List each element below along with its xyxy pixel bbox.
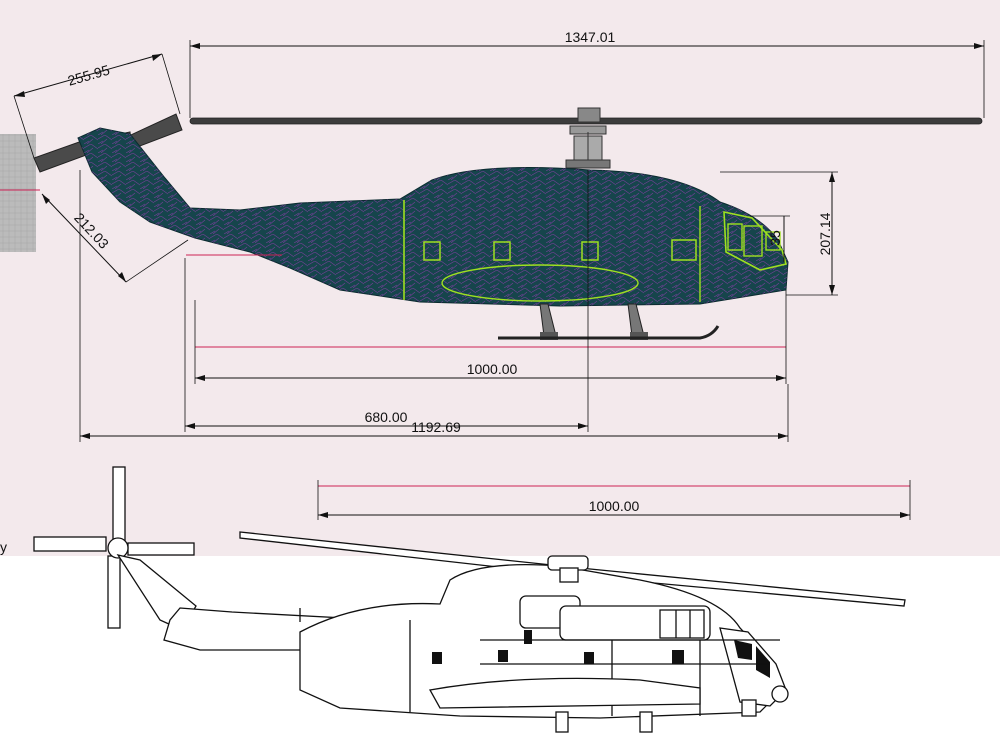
helicopter-3d-model-icon	[33, 107, 983, 340]
dim-label-tail-rotor: 255.95	[66, 62, 112, 89]
dim-body-length: 1000.00	[194, 290, 787, 384]
helicopter-side-view-drawing-icon	[33, 466, 906, 733]
grey-side-panel	[0, 134, 36, 252]
window	[423, 241, 441, 261]
window	[581, 241, 599, 261]
cockpit-outline	[723, 210, 788, 271]
dim-label-nose: 35	[767, 230, 783, 246]
landing-skids	[498, 303, 720, 340]
dim-nose: 35	[750, 215, 790, 262]
dim-label-rotor-axis: 680.00	[365, 409, 408, 425]
dim-main-rotor-span: 1347.01	[189, 29, 985, 118]
window	[671, 239, 697, 261]
dim-height: 207.14	[720, 171, 838, 296]
dim-label-height: 207.14	[817, 212, 833, 255]
edge-mark: y	[0, 539, 7, 555]
dim-label-scale-reference: 1000.00	[589, 498, 640, 514]
dim-overall-length: 1192.69	[79, 170, 789, 442]
dim-rotor-axis: 680.00	[184, 170, 589, 432]
dim-label-overall-length: 1192.69	[411, 419, 461, 435]
dim-scale-reference: 1000.00	[317, 480, 911, 520]
window	[493, 241, 511, 261]
dim-label-body-length: 1000.00	[467, 361, 518, 377]
dim-label-main-rotor: 1347.01	[565, 29, 616, 45]
fuselage-drawing	[299, 564, 783, 719]
sponson-outline	[441, 264, 639, 302]
